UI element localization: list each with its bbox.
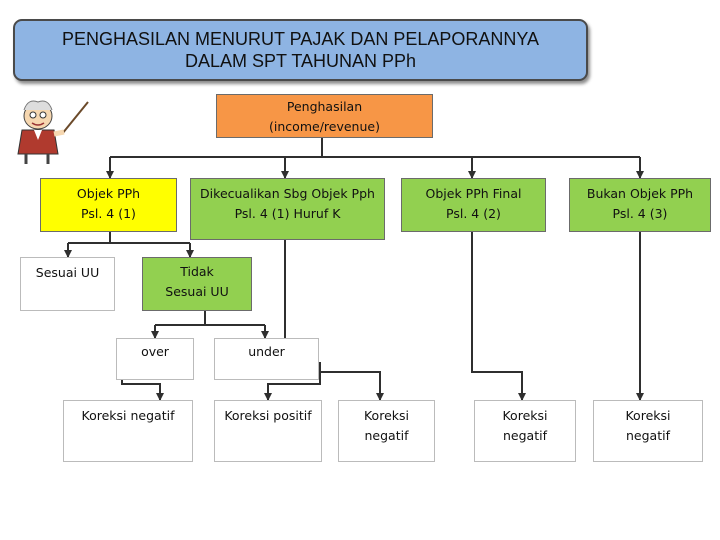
node-tidak-sesuai-uu-line-2: Sesuai UU (165, 284, 229, 299)
node-under-line-1: under (248, 344, 285, 359)
node-under: under (214, 338, 319, 380)
node-penghasilan-line-1: Penghasilan (286, 99, 363, 114)
node-objek-final: Objek PPh Final Psl. 4 (2) (401, 178, 546, 232)
node-bukan-objek: Bukan Objek PPh Psl. 4 (3) (569, 178, 711, 232)
connector-final-to-koreksi (471, 232, 526, 401)
connector-dikecualikan-long (284, 244, 384, 401)
node-koreksi-negatif-2-line-1: Koreksi (363, 408, 409, 423)
node-tidak-sesuai-uu-line-1: Tidak (180, 264, 214, 279)
teacher-pointer-clipart-icon (4, 94, 94, 166)
node-tidak-sesuai-uu: Tidak Sesuai UU (142, 257, 252, 311)
node-koreksi-negatif-3: Koreksi negatif (474, 400, 576, 462)
node-koreksi-negatif-2-line-2: negatif (364, 428, 409, 443)
node-bukan-objek-line-1: Bukan Objek PPh (586, 186, 694, 201)
node-koreksi-negatif-4-line-2: negatif (626, 428, 670, 443)
title-line-1: PENGHASILAN MENURUT PAJAK DAN PELAPORANN… (61, 29, 540, 49)
node-koreksi-negatif-2: Koreksi negatif (338, 400, 435, 462)
node-penghasilan-line-2: (income/revenue) (269, 119, 380, 134)
node-sesuai-uu-line-1: Sesuai UU (35, 265, 100, 280)
node-penghasilan: Penghasilan (income/revenue) (216, 94, 433, 138)
node-objek-pph-line-2: Psl. 4 (1) (81, 206, 136, 221)
node-koreksi-negatif-1: Koreksi negatif (63, 400, 193, 462)
node-koreksi-positif-line-1: Koreksi positif (224, 408, 312, 423)
node-over-line-1: over (141, 344, 169, 359)
node-koreksi-negatif-4-line-1: Koreksi (625, 408, 671, 423)
node-over: over (116, 338, 194, 380)
node-koreksi-negatif-3-line-2: negatif (503, 428, 547, 443)
node-koreksi-negatif-4: Koreksi negatif (593, 400, 703, 462)
diagram-title: PENGHASILAN MENURUT PAJAK DAN PELAPORANN… (13, 19, 588, 81)
node-objek-pph-line-1: Objek PPh (76, 186, 141, 201)
node-dikecualikan: Dikecualikan Sbg Objek Pph Psl. 4 (1) Hu… (190, 178, 385, 240)
title-line-2: DALAM SPT TAHUNAN PPh (184, 51, 417, 71)
node-koreksi-negatif-3-line-1: Koreksi (502, 408, 548, 423)
node-koreksi-negatif-1-line-1: Koreksi negatif (81, 408, 175, 423)
node-dikecualikan-line-2: Psl. 4 (1) Huruf K (234, 206, 341, 221)
node-bukan-objek-line-2: Psl. 4 (3) (612, 206, 668, 221)
node-objek-final-line-1: Objek PPh Final (425, 186, 522, 201)
node-sesuai-uu: Sesuai UU (20, 257, 115, 311)
node-dikecualikan-line-1: Dikecualikan Sbg Objek Pph (200, 186, 375, 201)
node-objek-pph: Objek PPh Psl. 4 (1) (40, 178, 177, 232)
node-koreksi-positif: Koreksi positif (214, 400, 322, 462)
node-objek-final-line-2: Psl. 4 (2) (446, 206, 501, 221)
